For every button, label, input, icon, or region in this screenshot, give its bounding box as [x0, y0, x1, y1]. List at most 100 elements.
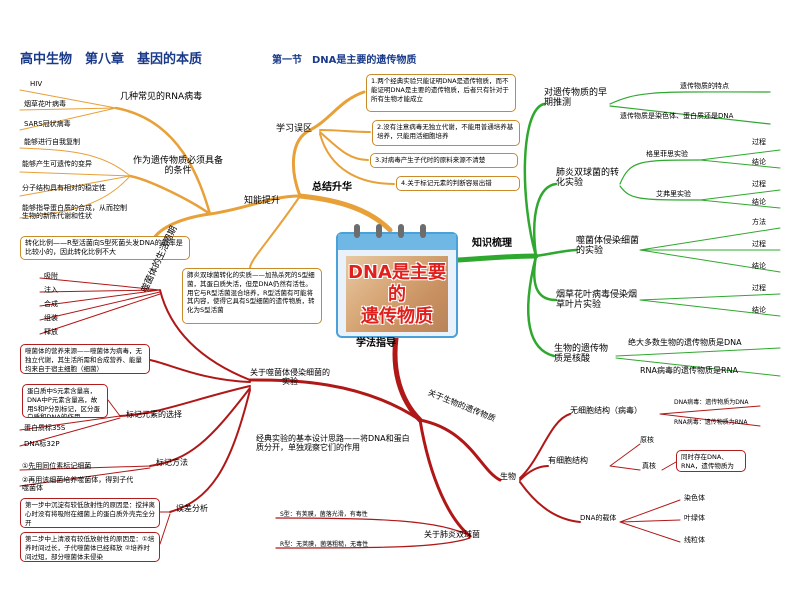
error-lines — [159, 511, 171, 545]
label-el-branch — [119, 385, 251, 417]
transformation-note: 转化比例——R型活菌向S型死菌头发DNA的概率是比较小的，因此转化比例不大 — [20, 236, 190, 260]
phage-lines — [639, 227, 781, 273]
conditions-label: 作为遗传物质必须具备的条件 — [132, 156, 223, 177]
acellular-item: RNA病毒：遗传物质为RNA — [674, 419, 748, 426]
pneumo-note: 肺炎双球菌转化的实质——加热杀死的S型细菌，其蛋白质失活，但是DNA仍然有活性。… — [182, 268, 322, 324]
branch-method: 学法指导 — [356, 338, 396, 349]
griffith-item: 结论 — [752, 158, 766, 166]
life-cycle-item: 吸附 — [44, 272, 58, 280]
material-lines — [615, 347, 781, 377]
condition-item: 能够产生可遗传的变异 — [22, 160, 92, 168]
acellular-item: DNA病毒：遗传物质为DNA — [674, 399, 749, 406]
error-item-2: 第二步中上清液有较低放射性的原因是：①培养时间过长，子代噬菌体已经释放 ②培养时… — [20, 532, 160, 562]
label-method-branch — [149, 387, 251, 467]
tmv-branch — [533, 254, 558, 302]
cellular-label: 有细胞结构 — [548, 456, 588, 465]
early-label: 对遗传物质的早期推测 — [544, 88, 608, 109]
early-branch — [523, 102, 546, 258]
avery-item: 结论 — [752, 198, 766, 206]
rna-virus-item: 烟草花叶病毒 — [24, 100, 66, 108]
rna-virus-label: 几种常见的RNA病毒 — [120, 92, 203, 102]
error-label: 误差分析 — [176, 504, 208, 513]
label-method-lines — [19, 465, 151, 487]
material-branch — [526, 254, 556, 358]
material-item: RNA病毒的遗传物质是RNA — [640, 366, 739, 375]
cellular-item: 原核 — [640, 436, 654, 444]
label-elements-label: 标记元素的选择 — [126, 410, 182, 419]
pneumococcus-lines — [275, 517, 471, 549]
early-item: 遗传物质是染色体、蛋白质还是DNA — [620, 112, 734, 120]
life-cycle-item: 注入 — [44, 286, 58, 294]
avery-item: 过程 — [752, 180, 766, 188]
branch-knowledge: 知识梳理 — [472, 238, 512, 249]
mistake-box-4: 4.关于标记元素的判断容易出错 — [396, 176, 520, 191]
pneumo-lines — [619, 159, 701, 201]
section-title: 第一节 DNA是主要的遗传物质 — [272, 55, 417, 66]
condition-item: 分子结构具有相对的稳定性 — [22, 184, 106, 192]
label-lines — [19, 399, 121, 447]
study-line — [319, 131, 369, 161]
phage-nutrition-note: 噬菌体的营养来源——噬菌体为病毒，无独立代谢，其生活所需和合成营养、能量均来自于… — [20, 344, 150, 374]
material-item: 绝大多数生物的遗传物质是DNA — [628, 338, 742, 347]
bio-label: 生物 — [500, 472, 516, 481]
cellular-sub — [609, 443, 677, 471]
pneumo-label: 肺炎双球菌的转化实验 — [556, 168, 620, 189]
pneumococcus-item: R型：无荚膜，菌落粗糙，无毒性 — [280, 541, 369, 548]
study-line — [319, 129, 371, 133]
label-note: 蛋白质中S元素含量高，DNA中P元素含量高，故用S和P分别标记，区分蛋白质和DN… — [22, 384, 108, 418]
page-title: 高中生物 第八章 基因的本质 — [20, 52, 203, 67]
tmv-label: 烟草花叶病毒侵染烟草叶片实验 — [556, 290, 638, 311]
phage-exp-item: 结论 — [752, 262, 766, 270]
acellular-sub — [659, 405, 761, 427]
early-lines — [609, 91, 771, 125]
pneumococcus-branch — [418, 418, 472, 538]
rna-virus-item: HIV — [30, 80, 43, 88]
cellular-note: 同时存在DNA、RNA，遗传物质为DNA — [676, 450, 746, 472]
rna-branch — [114, 106, 212, 216]
rna-lines — [19, 89, 117, 131]
mistake-box-1: 1.两个经典实验只能证明DNA是遗传物质，而不能证明DNA是主要的遗传物质，后者… — [366, 74, 516, 112]
griffith-label: 格里菲思实验 — [646, 150, 688, 158]
life-cycle-item: 释放 — [44, 328, 58, 336]
life-branch — [159, 289, 251, 381]
knowledge-branch — [455, 253, 539, 263]
cond-lines — [19, 147, 131, 219]
phage-method-label: 关于噬菌体侵染细菌的实验 — [250, 368, 330, 387]
condition-item: 能够进行自我复制 — [24, 138, 80, 146]
cond-branch — [128, 174, 212, 216]
label-item: 蛋白质标35S — [24, 424, 66, 432]
phage-exp-item: 方法 — [752, 218, 766, 226]
branch-ability: 知能提升 — [244, 196, 281, 206]
nutrition-line — [149, 359, 251, 383]
life-lines — [39, 277, 161, 335]
phage-method-branch — [248, 378, 422, 422]
mistake-box-3: 3.对病毒产生子代时的原料来源不清楚 — [370, 153, 518, 168]
early-item: 遗传物质的特点 — [680, 82, 729, 90]
avery-label: 艾弗里实验 — [656, 190, 691, 198]
method-branch — [392, 335, 423, 423]
structure-branch — [418, 418, 502, 482]
center-title: DNA是主要的遗传物质 — [348, 262, 446, 327]
cellular-item: 真核 — [642, 462, 656, 470]
label-item: DNA标32P — [24, 440, 60, 448]
life-cycle-item: 合成 — [44, 300, 58, 308]
carrier-sub — [619, 499, 681, 543]
error-branch — [169, 389, 251, 513]
cellular-line — [519, 465, 549, 481]
tmv-lines — [639, 293, 781, 317]
condition-item: 能够指导蛋白质的合成，从而控制生物的新陈代谢和性状 — [22, 204, 127, 221]
branch-study-area: 学习误区 — [276, 124, 313, 134]
phage-branch — [534, 248, 578, 258]
carrier-line — [519, 481, 581, 523]
tmv-item: 过程 — [752, 284, 766, 292]
design-note: 经典实验的基本设计思路——将DNA和蛋白质分开，单独观察它们的作用 — [256, 434, 410, 453]
study-branch — [291, 90, 366, 198]
tmv-item: 结论 — [752, 306, 766, 314]
label-method-label: 标记方法 — [156, 458, 188, 467]
life-cycle-item: 组装 — [44, 314, 58, 322]
pneumo-sublines — [699, 149, 781, 209]
pneumococcus-item: S型：有荚膜，菌落光滑，有毒性 — [280, 511, 368, 518]
phage-exp-label: 噬菌体侵染细菌的实验 — [576, 236, 640, 257]
